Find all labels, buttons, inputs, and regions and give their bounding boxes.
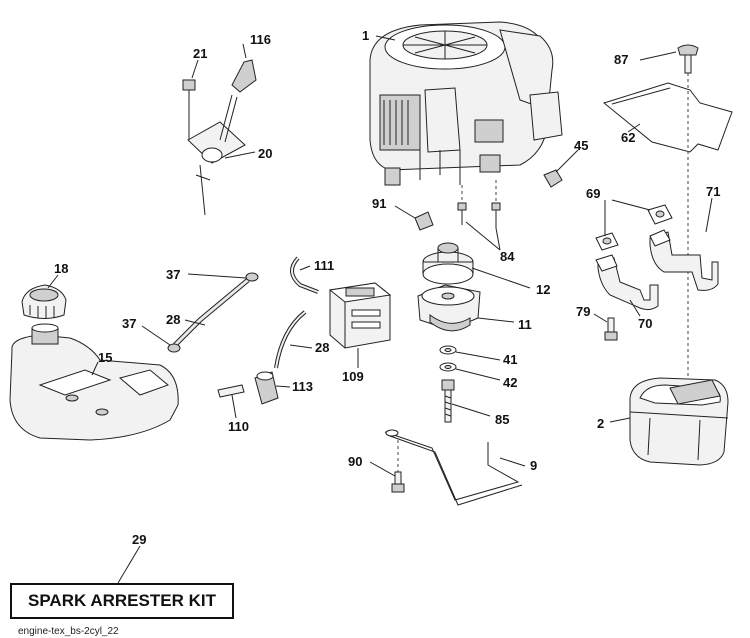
- callout-37b: 37: [122, 316, 136, 331]
- callout-45: 45: [574, 138, 588, 153]
- callout-70: 70: [638, 316, 652, 331]
- callout-18: 18: [54, 261, 68, 276]
- gaskets-69: [595, 199, 673, 251]
- washer-42: [439, 362, 501, 381]
- diagram-reference-code: engine-tex_bs-2cyl_22: [18, 626, 119, 637]
- callout-37a: 37: [166, 267, 180, 282]
- callout-69: 69: [586, 186, 600, 201]
- callout-41: 41: [503, 352, 517, 367]
- callout-109: 109: [342, 369, 364, 384]
- fuel-hose-28a: [173, 278, 250, 347]
- washer-41: [439, 345, 501, 361]
- callout-90: 90: [348, 454, 362, 469]
- callout-87: 87: [614, 52, 628, 67]
- callout-2: 2: [597, 416, 604, 431]
- heat-shield-62: [602, 73, 733, 385]
- nut-45: [543, 149, 579, 188]
- callout-91: 91: [372, 196, 386, 211]
- callout-12: 12: [536, 282, 550, 297]
- callout-28b: 28: [315, 340, 329, 355]
- fuel-tank-15: [9, 323, 179, 441]
- clamp-37b: [141, 325, 181, 353]
- callout-15: 15: [98, 350, 112, 365]
- callout-71: 71: [706, 184, 720, 199]
- throttle-control: [182, 59, 257, 216]
- bolt-90: [369, 440, 405, 493]
- fuel-filter-109: [328, 282, 392, 368]
- callout-79: 79: [576, 304, 590, 319]
- screw-79: [593, 313, 618, 341]
- fuel-cap-18: [21, 274, 67, 319]
- callout-28a: 28: [166, 312, 180, 327]
- callout-85: 85: [495, 412, 509, 427]
- shutoff-valve-113: [254, 371, 291, 405]
- clutch-11: [417, 284, 515, 332]
- engine: [369, 21, 563, 186]
- bolts-84: [457, 180, 501, 251]
- callout-110: 110: [228, 419, 249, 434]
- hose-111: [290, 256, 319, 294]
- callout-21: 21: [193, 46, 207, 61]
- clamp-37a: [187, 272, 259, 282]
- callout-9: 9: [530, 458, 537, 473]
- callout-113: 113: [292, 379, 313, 394]
- callout-1: 1: [362, 28, 369, 43]
- belt-guide-9: [384, 429, 526, 506]
- callout-84: 84: [500, 249, 515, 264]
- callout-11: 11: [518, 317, 532, 332]
- callout-116: 116: [250, 32, 271, 47]
- fuel-hose-28b: [274, 310, 313, 369]
- callout-29: 29: [132, 532, 146, 547]
- callout-62: 62: [621, 130, 635, 145]
- pulley-12: [422, 242, 531, 289]
- callout-20: 20: [258, 146, 272, 161]
- muffler-2: [609, 377, 729, 466]
- exhaust-pipe-71: [649, 197, 719, 291]
- callout-111: 111: [314, 258, 334, 273]
- connector-110: [217, 384, 245, 419]
- exhaust-pipe-70: [595, 254, 659, 317]
- callout-42: 42: [503, 375, 517, 390]
- bolt-85: [441, 379, 491, 423]
- plug-91: [394, 205, 434, 231]
- screw-87: [639, 44, 699, 74]
- spark-arrester-kit-label: SPARK ARRESTER KIT: [10, 583, 234, 619]
